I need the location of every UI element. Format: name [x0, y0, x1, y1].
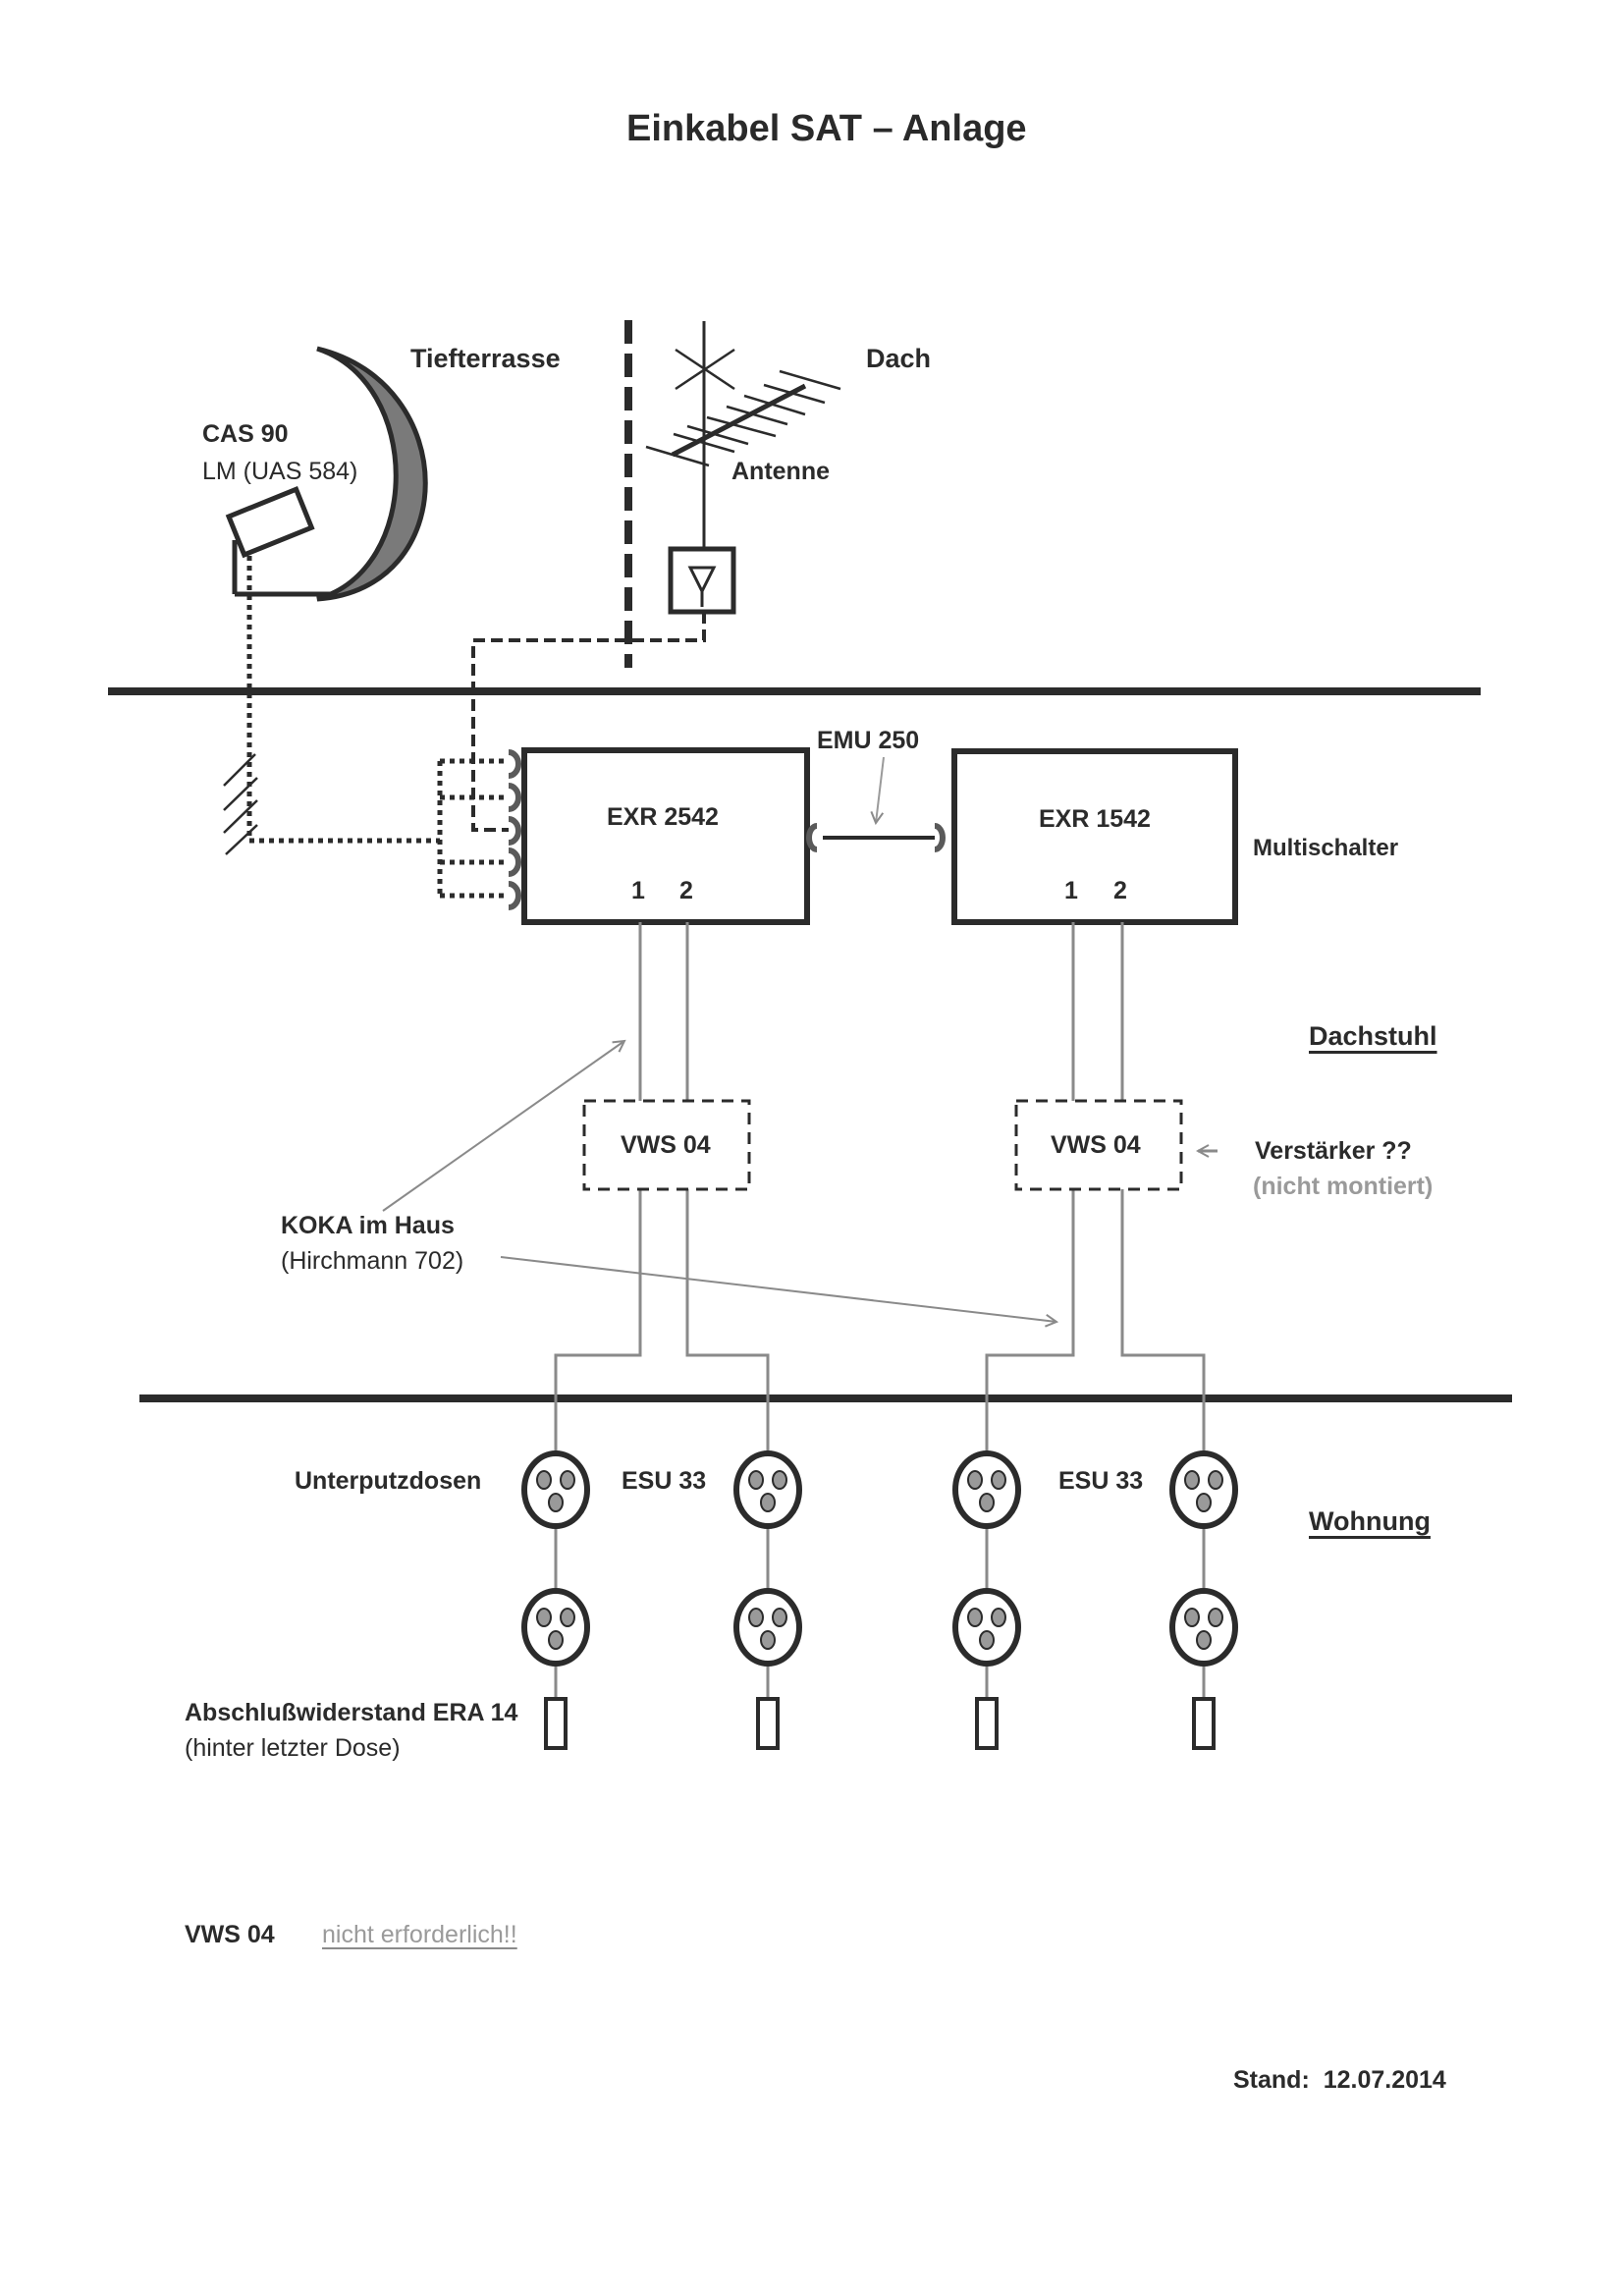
section-dachstuhl: Dachstuhl — [1309, 1021, 1437, 1051]
koka-cables-right — [985, 922, 1206, 1453]
terminator-resistor-icon — [1192, 1697, 1216, 1750]
stand-date: Stand: 12.07.2014 — [1233, 2066, 1446, 2095]
terminator-resistor-icon — [544, 1697, 568, 1750]
terminator-resistor-icon — [975, 1697, 999, 1750]
label-dach: Dach — [866, 344, 932, 373]
multiswitch-exr2542[interactable] — [521, 747, 810, 925]
switch-1-out-1: 1 — [631, 877, 645, 904]
switch-1-out-2: 2 — [679, 877, 693, 904]
label-unterputzdosen: Unterputzdosen — [295, 1467, 482, 1495]
label-lnb-model: LM (UAS 584) — [202, 458, 358, 485]
label-verstaerker-note: (nicht montiert) — [1253, 1173, 1434, 1200]
socket-outlet-icon[interactable] — [1169, 1450, 1238, 1529]
switch-2-name: EXR 1542 — [1039, 805, 1151, 833]
label-koka-sub: (Hirchmann 702) — [281, 1247, 464, 1275]
terrestrial-cable — [471, 612, 706, 832]
label-abschluss: Abschlußwiderstand ERA 14 — [185, 1699, 518, 1726]
terminator-resistor-icon — [756, 1697, 780, 1750]
label-antenne: Antenne — [731, 458, 830, 485]
amplifier-triangle-icon — [668, 546, 736, 615]
amplifier-right-name: VWS 04 — [1051, 1131, 1141, 1159]
socket-outlet-icon[interactable] — [733, 1588, 802, 1667]
yagi-antenna-icon — [645, 321, 841, 548]
label-verstaerker: Verstärker ?? — [1255, 1137, 1412, 1165]
f-connector-icon — [508, 749, 521, 910]
label-abschluss-sub: (hinter letzter Dose) — [185, 1734, 401, 1762]
lnb-icon — [225, 486, 315, 559]
koka-pointer-right — [500, 1256, 1056, 1322]
stand-value: 12.07.2014 — [1323, 2066, 1446, 2094]
multiswitch-exr1542[interactable] — [951, 748, 1238, 925]
amplifier-box-right[interactable] — [1014, 1099, 1183, 1191]
emu-pointer — [876, 756, 885, 823]
socket-outlet-icon[interactable] — [952, 1588, 1021, 1667]
label-dish-model: CAS 90 — [202, 420, 289, 448]
socket-outlet-icon[interactable] — [1169, 1588, 1238, 1667]
label-koka: KOKA im Haus — [281, 1212, 455, 1239]
footnote-text: nicht erforderlich!! — [322, 1921, 517, 1948]
label-tiefterrasse: Tiefterrasse — [410, 344, 561, 373]
footnote-item: VWS 04 — [185, 1921, 275, 1948]
cable-bundle-marks — [223, 753, 258, 855]
outlet-group-1-label: ESU 33 — [622, 1467, 707, 1495]
label-emu: EMU 250 — [817, 727, 920, 754]
label-multischalter: Multischalter — [1253, 835, 1399, 861]
page-title: Einkabel SAT – Anlage — [626, 108, 1027, 149]
socket-outlet-icon[interactable] — [952, 1450, 1021, 1529]
emu-link — [806, 823, 946, 852]
stand-label: Stand: — [1233, 2066, 1310, 2094]
socket-outlet-icon[interactable] — [733, 1450, 802, 1529]
switch-2-out-1: 1 — [1064, 877, 1078, 904]
section-wohnung: Wohnung — [1309, 1506, 1431, 1536]
switch-1-name: EXR 2542 — [607, 803, 719, 831]
satellite-dish-icon — [232, 346, 428, 602]
socket-outlet-icon[interactable] — [521, 1588, 590, 1667]
outlet-group-2-label: ESU 33 — [1058, 1467, 1144, 1495]
switch-2-out-2: 2 — [1113, 877, 1127, 904]
sat-cable — [246, 556, 440, 844]
socket-outlet-icon[interactable] — [521, 1450, 590, 1529]
amplifier-left-name: VWS 04 — [621, 1131, 711, 1159]
amplifier-box-left[interactable] — [582, 1099, 751, 1191]
koka-cables-left — [554, 922, 770, 1453]
koka-pointer-up — [382, 1041, 624, 1212]
outlets — [521, 1450, 1238, 1750]
